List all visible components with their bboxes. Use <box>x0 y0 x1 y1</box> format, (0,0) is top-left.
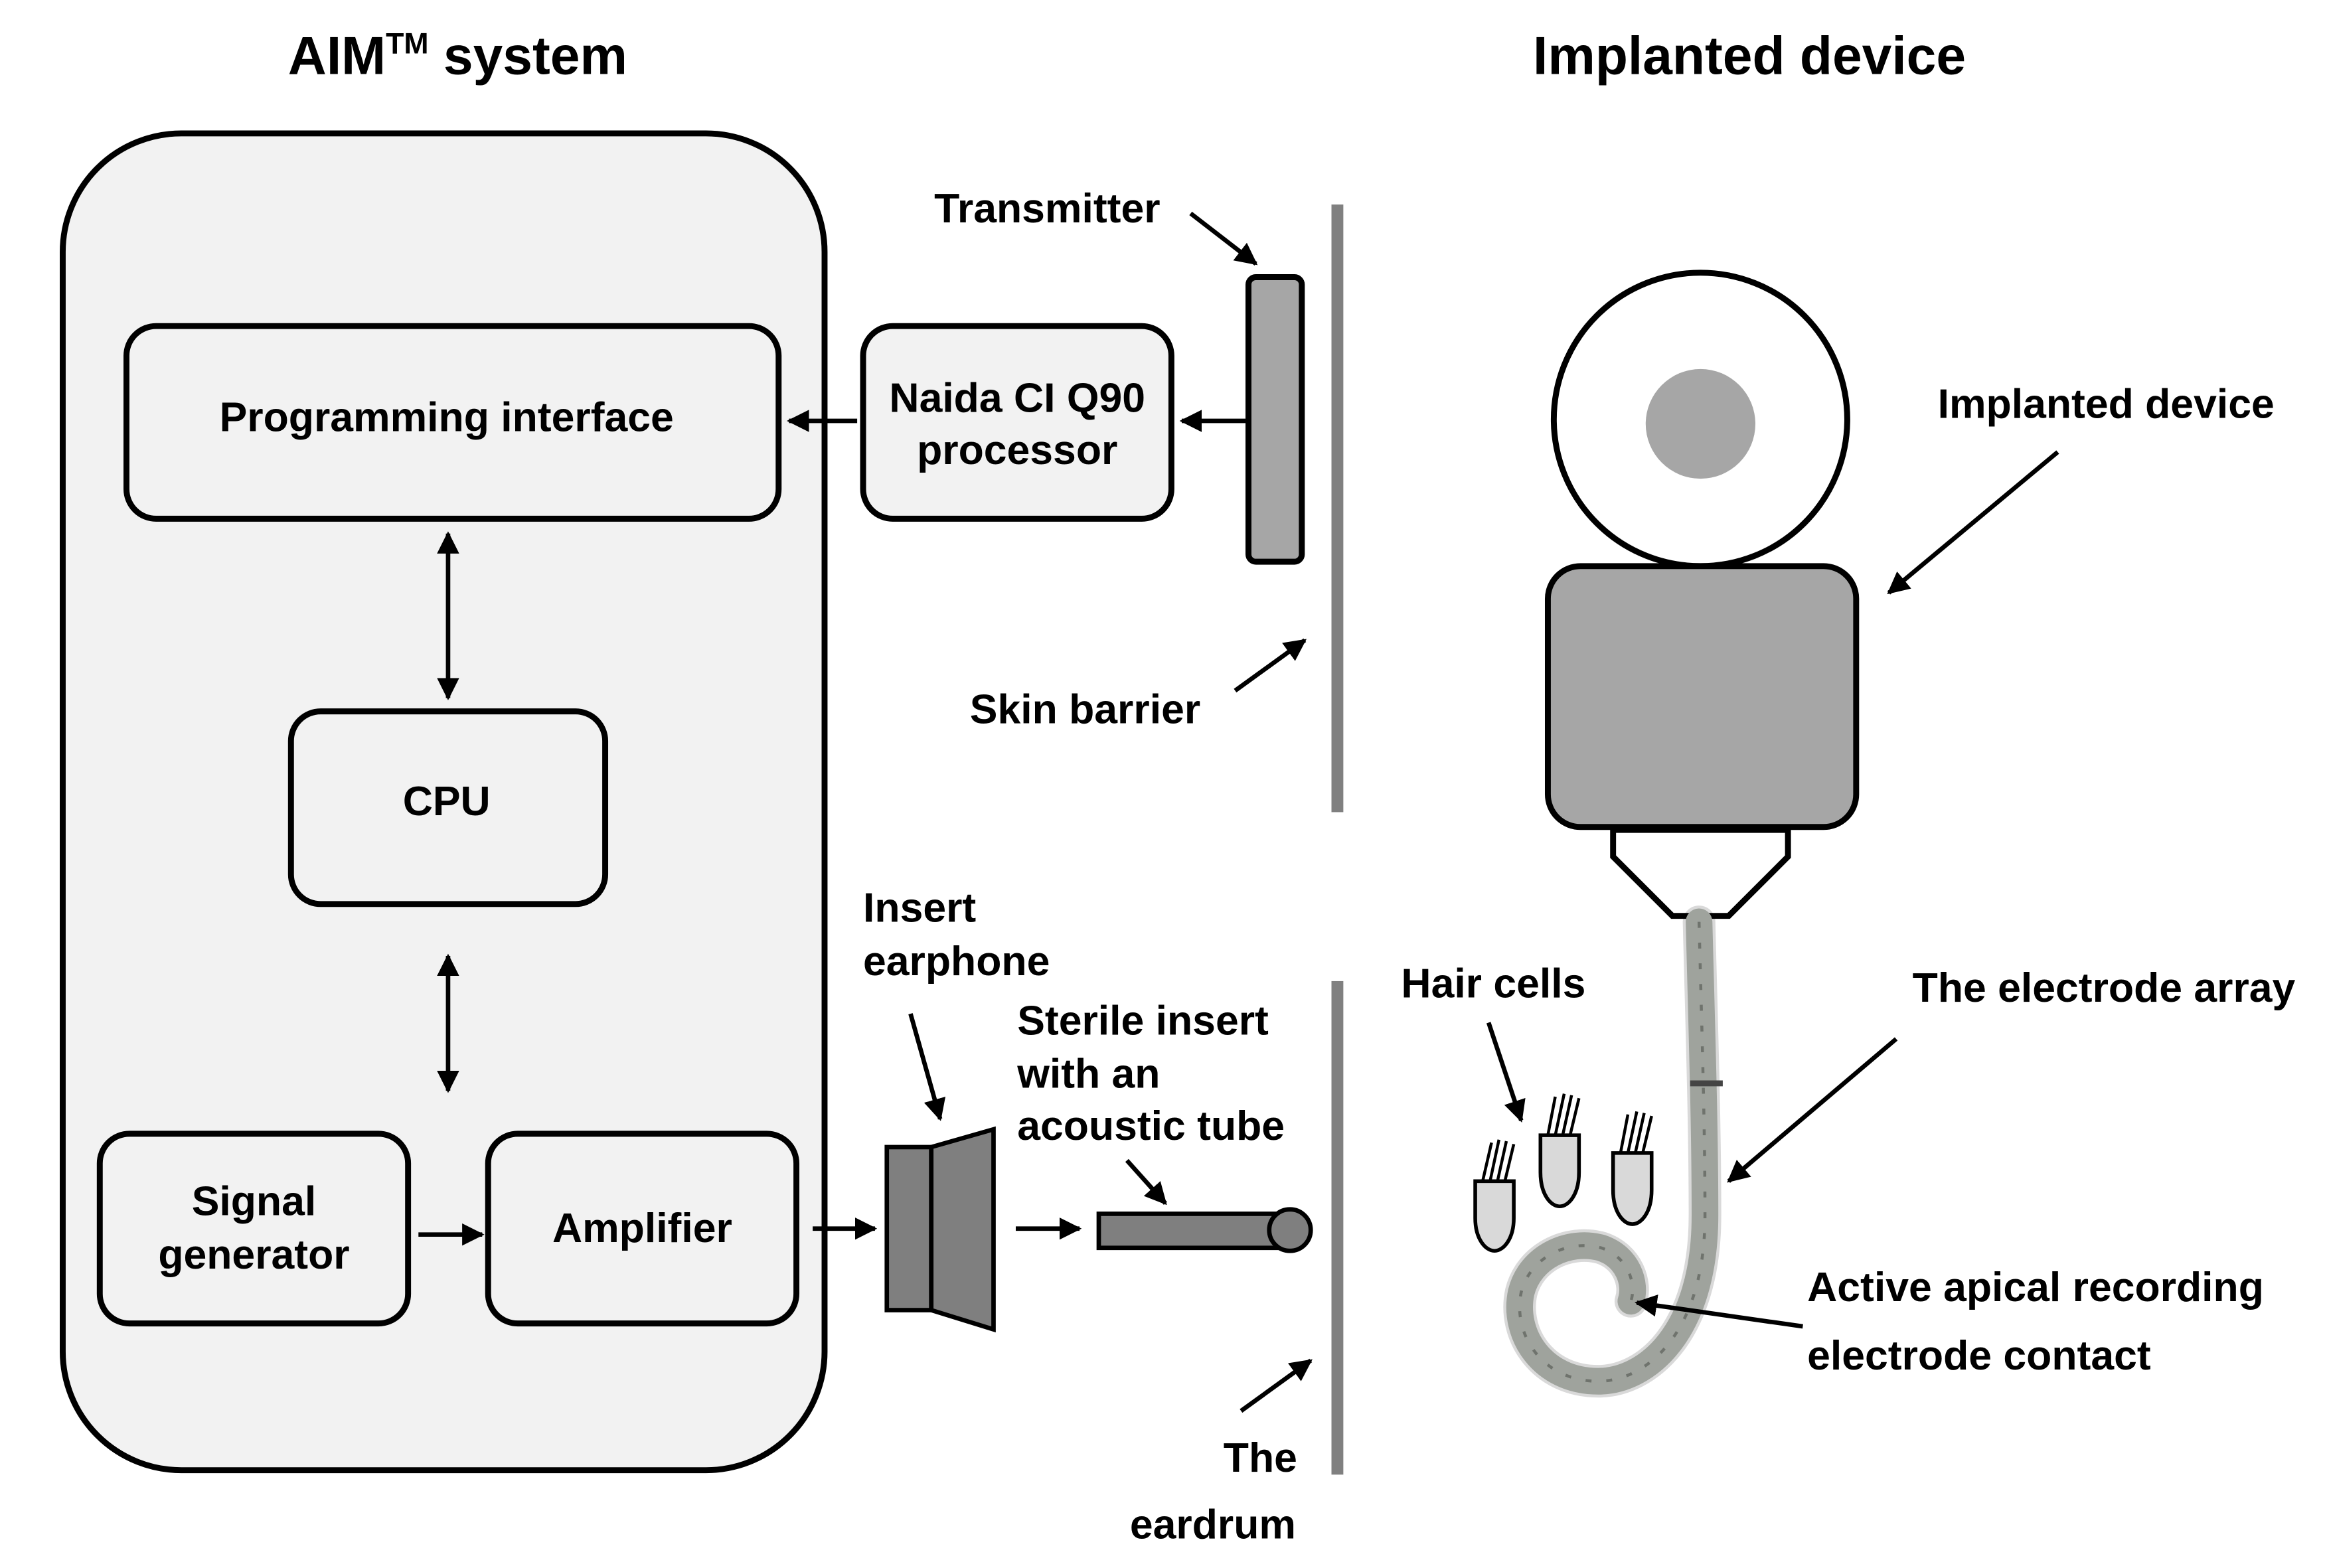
cpu-label: CPU <box>403 778 491 824</box>
hair-cells-label: Hair cells <box>1401 960 1585 1006</box>
aim-heading-tm: TM <box>386 27 428 60</box>
acoustic-tube <box>1096 1212 1289 1251</box>
programming-interface-label: Programming interface <box>220 394 674 441</box>
skin-barrier-label: Skin barrier <box>970 686 1200 732</box>
sterile-insert-label-line2: with an <box>1016 1051 1160 1097</box>
programming-interface-block <box>123 323 782 522</box>
sterile-insert-label-line1: Sterile insert <box>1017 997 1269 1044</box>
eardrum-label-line2: eardrum <box>1130 1501 1296 1547</box>
hair-cell-3 <box>1611 1111 1654 1226</box>
apical-contact-label-line1: Active apical recording <box>1807 1264 2264 1310</box>
transmitter-label: Transmitter <box>934 185 1160 232</box>
earphone-body <box>884 1144 934 1312</box>
insert-earphone-label-line1: Insert <box>863 885 976 931</box>
aim-system-heading: AIMTM system <box>288 27 627 86</box>
processor-label-line2: processor <box>917 427 1117 473</box>
cpu-block <box>287 708 609 907</box>
implant-magnet <box>1645 368 1756 479</box>
insert-earphone-label-line2: earphone <box>863 938 1050 984</box>
transmitter-block <box>1245 274 1305 565</box>
insert-earphone-pointer <box>908 1013 946 1121</box>
amplifier-block <box>485 1131 800 1327</box>
aim-heading-suffix: system <box>429 27 627 86</box>
implanted-device-heading: Implanted device <box>1533 27 1966 86</box>
apical-contact-pointer <box>1635 1294 1803 1329</box>
aim-heading-base: AIM <box>288 27 386 86</box>
skin-barrier-pointer <box>1234 638 1307 693</box>
eardrum-pointer <box>1240 1358 1313 1413</box>
eardrum-line <box>1331 980 1344 1475</box>
signal-generator-block <box>96 1131 412 1327</box>
sterile-insert-pointer <box>1125 1158 1167 1206</box>
hair-cell-2 <box>1538 1093 1581 1209</box>
hair-cell-1 <box>1473 1139 1516 1253</box>
electrode-array-label: The electrode array <box>1913 965 2296 1011</box>
implant-connector <box>1610 826 1791 919</box>
processor-block <box>860 323 1174 522</box>
implanted-device-label: Implanted device <box>1938 381 2275 428</box>
signal-generator-label-line2: generator <box>158 1231 349 1278</box>
skin-barrier-line <box>1331 204 1344 813</box>
processor-label-line1: Naida CI Q90 <box>889 375 1145 422</box>
implant-receiver-body <box>1544 563 1860 830</box>
electrode-array-pointer <box>1727 1037 1898 1183</box>
transmitter-pointer <box>1189 211 1258 266</box>
signal-generator-label-line1: Signal <box>192 1178 317 1225</box>
sterile-insert-label-line3: acoustic tube <box>1017 1103 1285 1149</box>
acoustic-tube-tip <box>1267 1207 1313 1253</box>
hair-cells-pointer <box>1486 1022 1526 1123</box>
electrode-array-body <box>1506 908 1719 1395</box>
earphone-cone <box>929 1126 996 1333</box>
amplifier-label: Amplifier <box>552 1205 732 1251</box>
eardrum-label-line1: The <box>1224 1435 1297 1481</box>
apical-contact-label-line2: electrode contact <box>1807 1332 2151 1379</box>
implanted-device-pointer <box>1887 450 2059 595</box>
